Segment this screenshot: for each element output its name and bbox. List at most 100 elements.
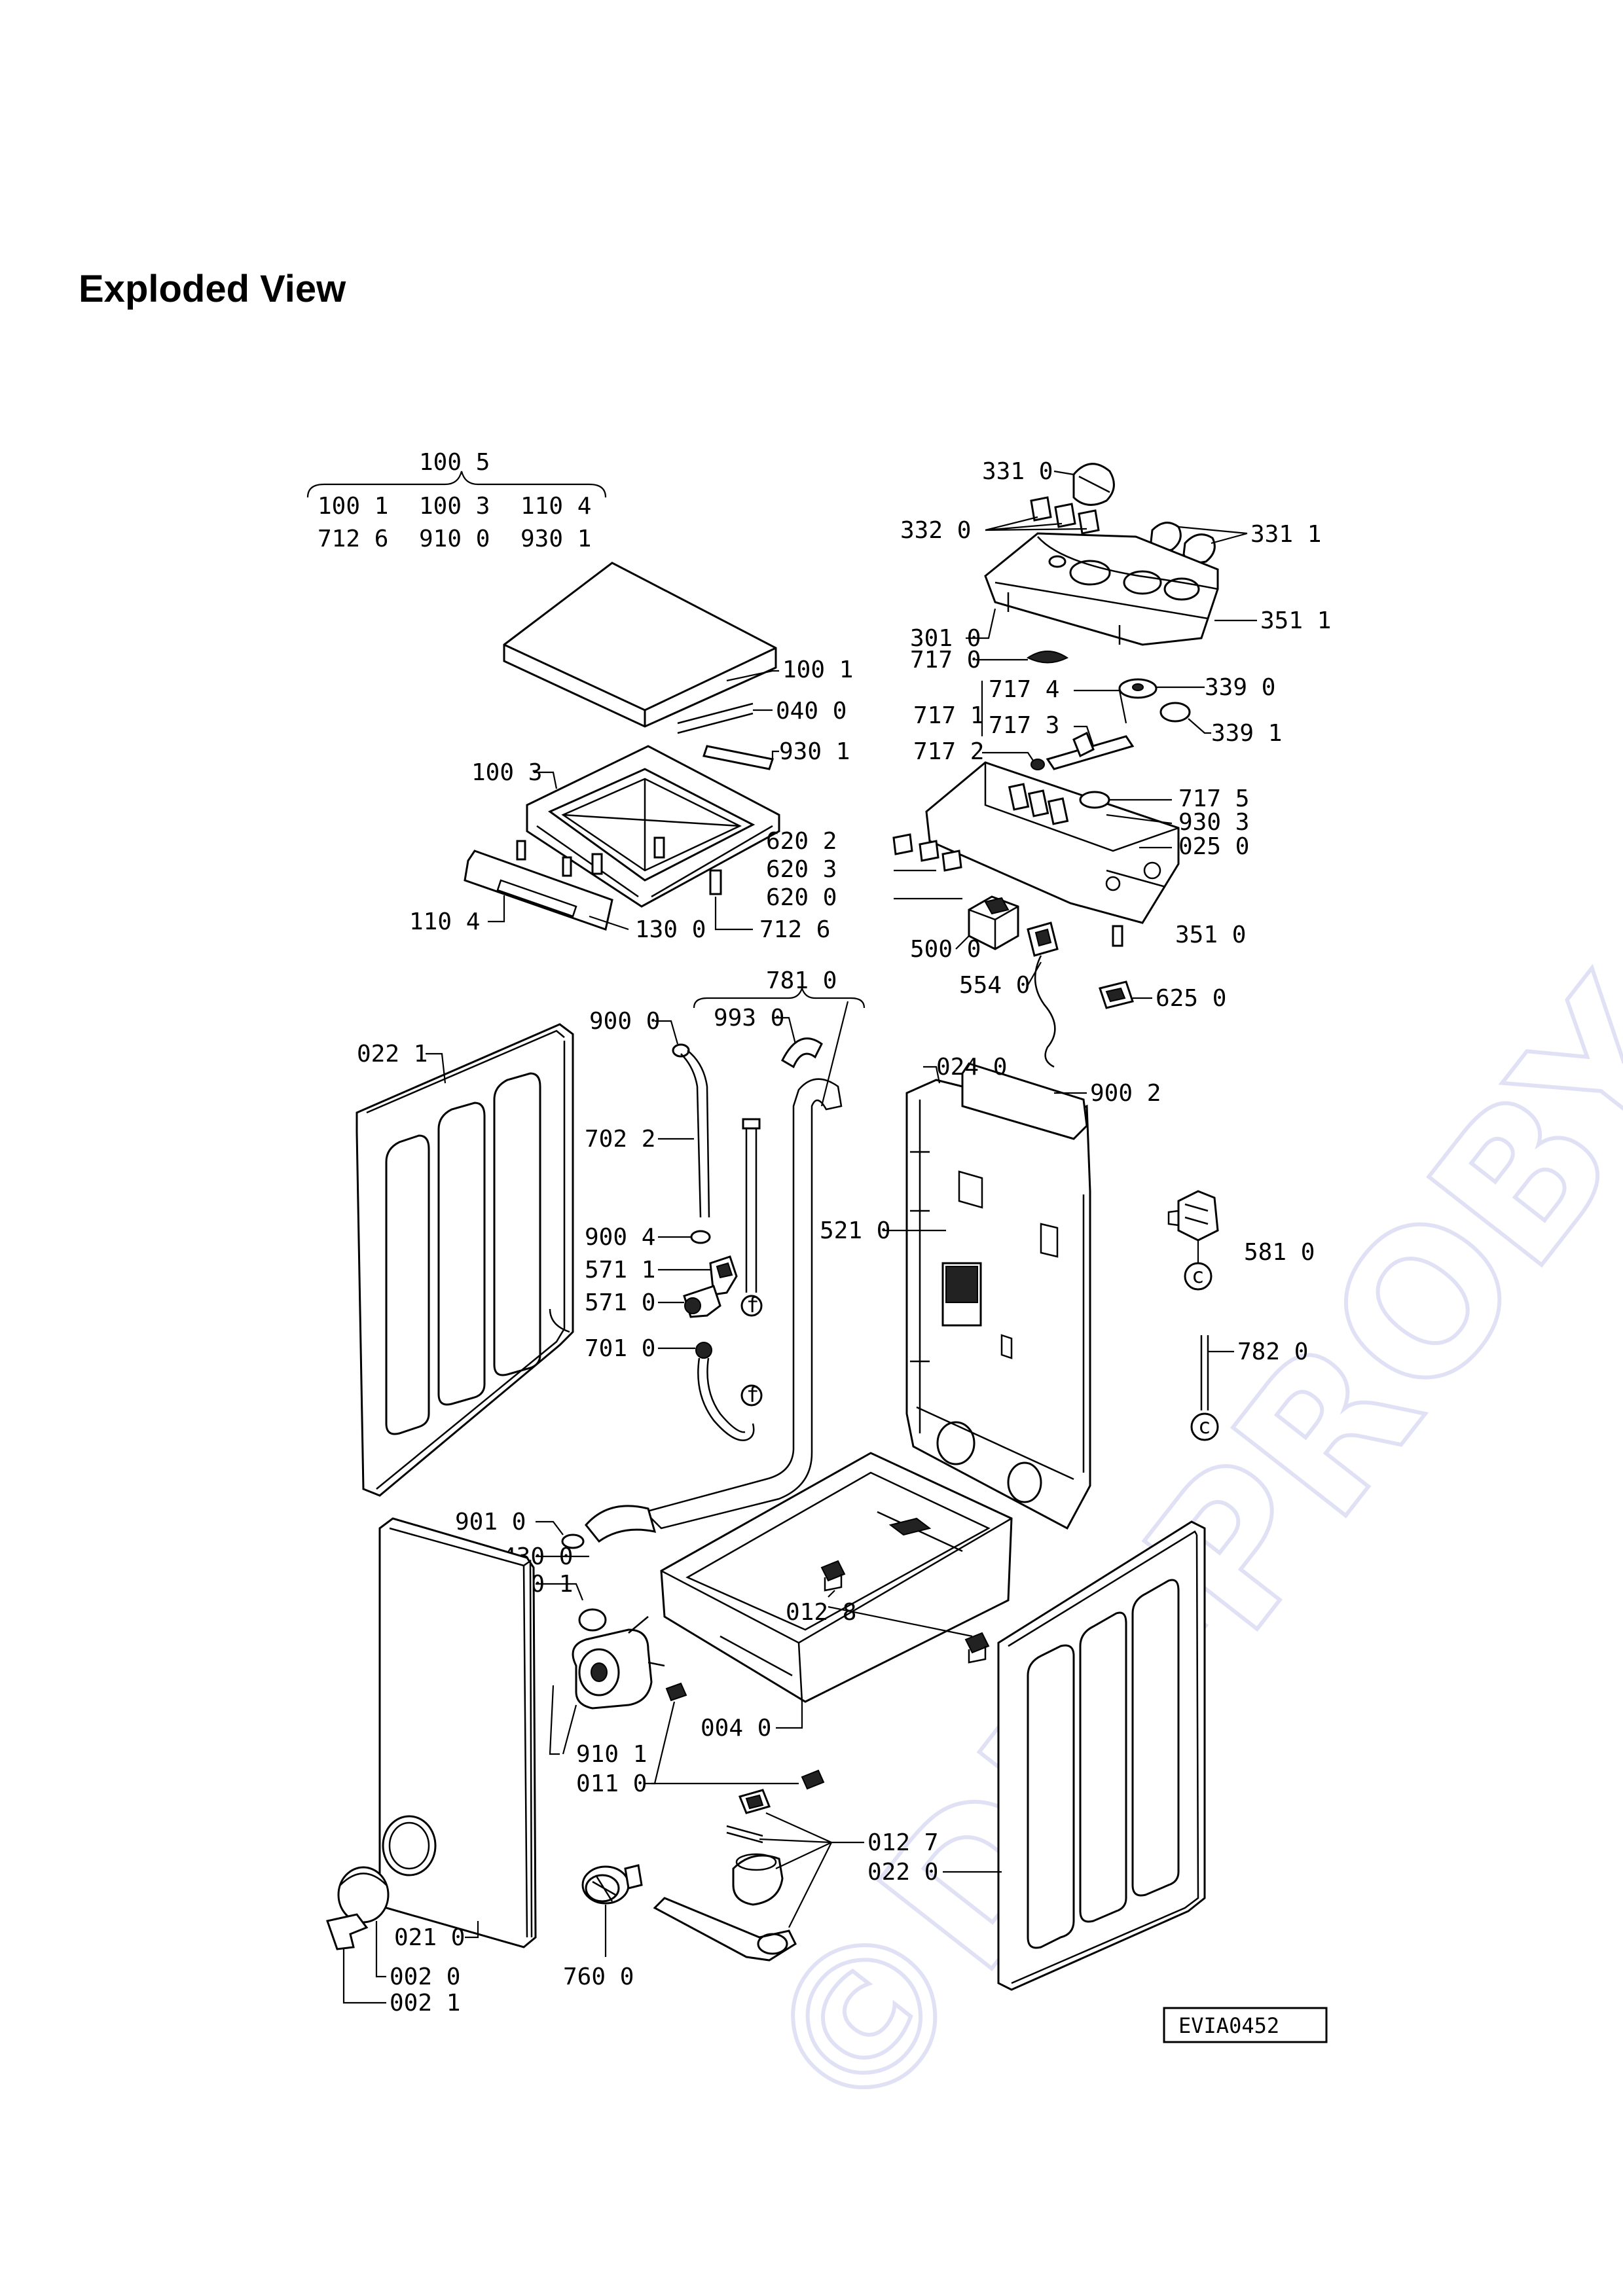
label-130-0: 130 0 (635, 916, 706, 943)
part-foot-011-0b (801, 1769, 825, 1790)
label-900-0: 900 0 (589, 1008, 660, 1035)
part-vertical-hose (745, 1126, 757, 1293)
label-901-0: 901 0 (455, 1509, 526, 1535)
label-011-0: 011 0 (576, 1770, 647, 1797)
group-item: 100 1 (318, 493, 388, 520)
label-900-4: 900 4 (585, 1224, 655, 1251)
part-control-panel-351-1 (984, 532, 1219, 646)
label-521-0: 521 0 (820, 1217, 890, 1244)
part-pressure-switch-554-0 (1027, 922, 1059, 1068)
part-side-panel-022-1 (356, 1023, 574, 1497)
label-022-1: 022 1 (357, 1041, 428, 1067)
label-110-4: 110 4 (409, 908, 480, 935)
part-connectors-620 (892, 833, 962, 872)
connector-c-upper (1184, 1262, 1213, 1291)
part-drain-pump-430-0 (572, 1608, 665, 1710)
group-item: 110 4 (520, 493, 591, 520)
part-front-panel-021-0 (378, 1517, 537, 1948)
label-581-0: 581 0 (1244, 1239, 1315, 1266)
connector-f-upper-label: f (746, 1293, 759, 1318)
part-buttons-332-0 (1030, 496, 1100, 535)
label-002-1: 002 1 (390, 1990, 460, 2017)
group-100-5: 100 5 100 1 100 3 110 4 712 6 910 0 930 … (306, 449, 607, 552)
label-782-0: 782 0 (1237, 1338, 1308, 1365)
label-625-0: 625 0 (1156, 985, 1226, 1012)
part-inlet-hose-702-2 (680, 1050, 710, 1218)
label-331-0: 331 0 (982, 458, 1053, 485)
label-717-4: 717 4 (989, 676, 1059, 703)
part-connector-625-0 (1099, 980, 1134, 1009)
label-021-0: 021 0 (394, 1924, 465, 1951)
connector-f-lower (740, 1384, 763, 1407)
part-drain-hose (585, 1078, 843, 1543)
group-item: 910 0 (419, 526, 490, 552)
reference-code: EVIA0452 (1178, 2013, 1279, 2038)
label-717-3: 717 3 (989, 712, 1059, 739)
label-022-0: 022 0 (867, 1859, 938, 1886)
part-spring-717-5 (1079, 791, 1110, 809)
part-washer-900-4 (690, 1230, 711, 1244)
label-701-0: 701 0 (585, 1335, 655, 1362)
part-foot-011-0 (665, 1682, 687, 1702)
label-012-7: 012 7 (867, 1829, 938, 1856)
group-item: 100 3 (419, 493, 490, 520)
label-620-0: 620 0 (766, 884, 837, 911)
part-front-trim (464, 840, 613, 931)
connector-f-lower-label: f (746, 1382, 759, 1407)
part-lever-717 (1046, 731, 1135, 770)
label-339-1: 339 1 (1211, 720, 1282, 747)
label-717-2: 717 2 (913, 738, 984, 765)
part-knobs-331-1 (1150, 522, 1216, 564)
part-rod-782-0 (1200, 1335, 1209, 1410)
group-item: 930 1 (520, 526, 591, 552)
part-hose-701-0 (697, 1357, 755, 1441)
label-712-6: 712 6 (759, 916, 830, 943)
label-040-0: 040 0 (776, 698, 847, 725)
label-554-0: 554 0 (959, 972, 1030, 999)
connector-f-upper (740, 1295, 763, 1317)
label-004-0: 004 0 (701, 1715, 771, 1742)
page-title: Exploded View (79, 268, 346, 310)
label-331-1: 331 1 (1250, 521, 1321, 548)
part-clip-351-0 (1112, 925, 1123, 947)
part-bar (702, 745, 774, 770)
part-electronic-bracket (925, 761, 1180, 924)
label-012-8: 012 8 (786, 1599, 856, 1626)
part-seal-339-1 (1159, 702, 1191, 723)
label-760-0: 760 0 (563, 1964, 634, 1990)
label-301-0: 301 0 (910, 625, 981, 652)
connector-c-upper-label: c (1192, 1263, 1204, 1288)
label-910-1: 910 1 (576, 1741, 647, 1768)
label-351-0: 351 0 (1175, 922, 1246, 948)
label-025-0: 025 0 (1178, 833, 1249, 860)
label-717-0: 717 0 (910, 647, 981, 673)
label-332-0: 332 0 (900, 517, 971, 544)
part-knob-331-0 (1072, 463, 1115, 506)
label-024-0: 024 0 (936, 1054, 1007, 1081)
connector-c-lower-label: c (1198, 1414, 1211, 1439)
part-washer-900-0 (672, 1043, 690, 1058)
part-clamp-701-0 (695, 1342, 712, 1359)
part-switch (709, 869, 722, 895)
part-side-panel-022-0 (997, 1520, 1206, 1991)
part-top-bracket-024-0 (961, 1062, 1088, 1140)
part-hose-993-0 (781, 1037, 823, 1069)
label-900-2: 900 2 (1090, 1080, 1161, 1107)
label-717-5: 717 5 (1178, 785, 1249, 812)
label-620-2: 620 2 (766, 828, 837, 855)
part-top-frame (526, 745, 780, 908)
watermark: ©DIY-PROBY.cz (716, 730, 1623, 2166)
part-filter-581-0 (1167, 1190, 1219, 1242)
part-strip (677, 702, 754, 734)
label-930-1: 930 1 (779, 738, 850, 765)
part-hinge-002-1 (326, 1913, 369, 1950)
label-100-1: 100 1 (782, 656, 853, 683)
label-002-0: 002 0 (390, 1964, 460, 1990)
part-bottom-parts-012-7 (653, 1789, 797, 1962)
part-feet-012-8 (820, 1560, 990, 1664)
label-702-2: 702 2 (585, 1126, 655, 1153)
part-filter-760-0 (581, 1864, 643, 1905)
label-351-1: 351 1 (1260, 607, 1331, 634)
part-lens-717-0 (1027, 651, 1068, 664)
